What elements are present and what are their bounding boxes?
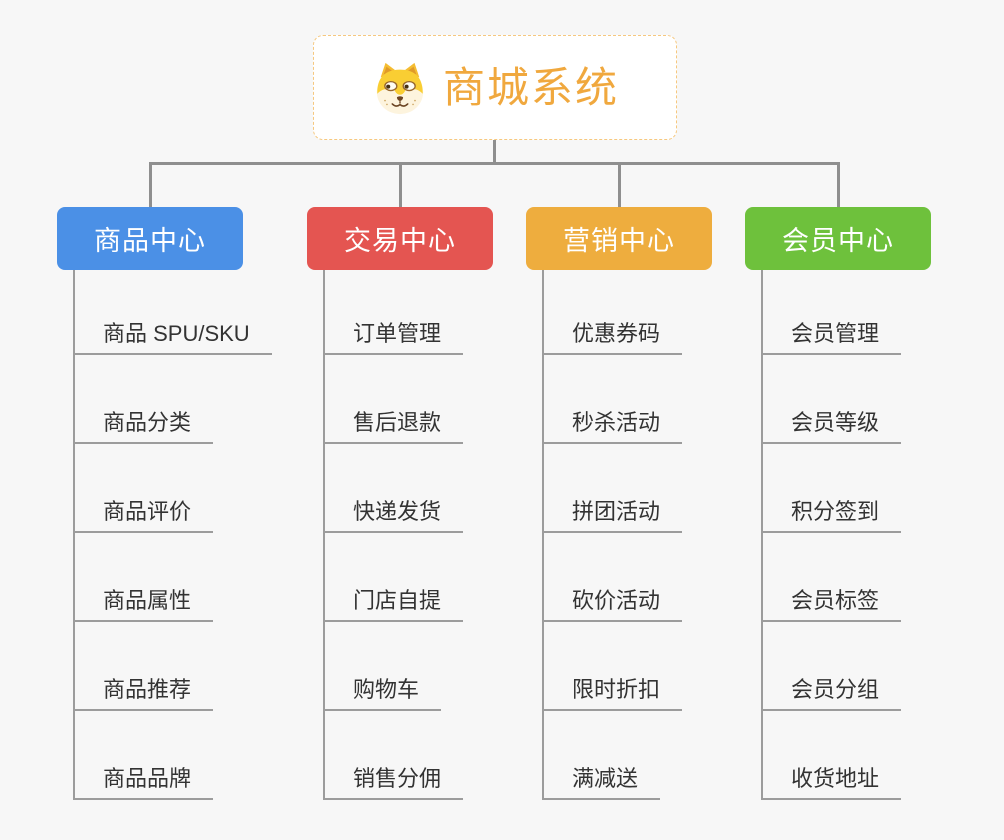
tree-item[interactable]: 购物车 [323,667,442,711]
tree-item[interactable]: 优惠券码 [542,311,683,355]
tree-item[interactable]: 会员等级 [761,400,902,444]
branch-tree-line [761,270,763,800]
tree-item[interactable]: 门店自提 [323,578,464,622]
branch-header-member-center[interactable]: 会员中心 [745,207,931,270]
branch-header-trade-center[interactable]: 交易中心 [307,207,493,270]
branch-tree-line [73,270,75,800]
tree-item[interactable]: 满减送 [542,756,661,800]
branch-tree-line [323,270,325,800]
tree-item[interactable]: 砍价活动 [542,578,683,622]
tree-item[interactable]: 商品分类 [73,400,214,444]
root-node[interactable]: 商城系统 [313,35,677,140]
tree-item[interactable]: 限时折扣 [542,667,683,711]
branch-drop-connector [149,162,152,210]
tree-item[interactable]: 会员标签 [761,578,902,622]
tree-item[interactable]: 收货地址 [761,756,902,800]
tree-item[interactable]: 订单管理 [323,311,464,355]
tree-item[interactable]: 秒杀活动 [542,400,683,444]
root-title: 商城系统 [442,63,619,111]
tree-item[interactable]: 售后退款 [323,400,464,444]
tree-item[interactable]: 会员分组 [761,667,902,711]
branch-header-product-center[interactable]: 商品中心 [57,207,243,270]
branch-drop-connector [837,162,840,210]
dog-face-icon [371,60,429,116]
tree-item[interactable]: 快递发货 [323,489,464,533]
tree-item[interactable]: 商品品牌 [73,756,214,800]
tree-item[interactable]: 销售分佣 [323,756,464,800]
branches-horizontal-connector [149,162,840,165]
root-connector-stub [493,140,496,165]
tree-item[interactable]: 商品评价 [73,489,214,533]
tree-item[interactable]: 商品 SPU/SKU [73,311,272,355]
tree-item[interactable]: 拼团活动 [542,489,683,533]
branch-drop-connector [399,162,402,210]
tree-item[interactable]: 积分签到 [761,489,902,533]
branch-header-marketing-center[interactable]: 营销中心 [526,207,712,270]
branch-tree-line [542,270,544,800]
tree-item[interactable]: 会员管理 [761,311,902,355]
tree-item[interactable]: 商品属性 [73,578,214,622]
tree-item[interactable]: 商品推荐 [73,667,214,711]
branch-drop-connector [618,162,621,210]
